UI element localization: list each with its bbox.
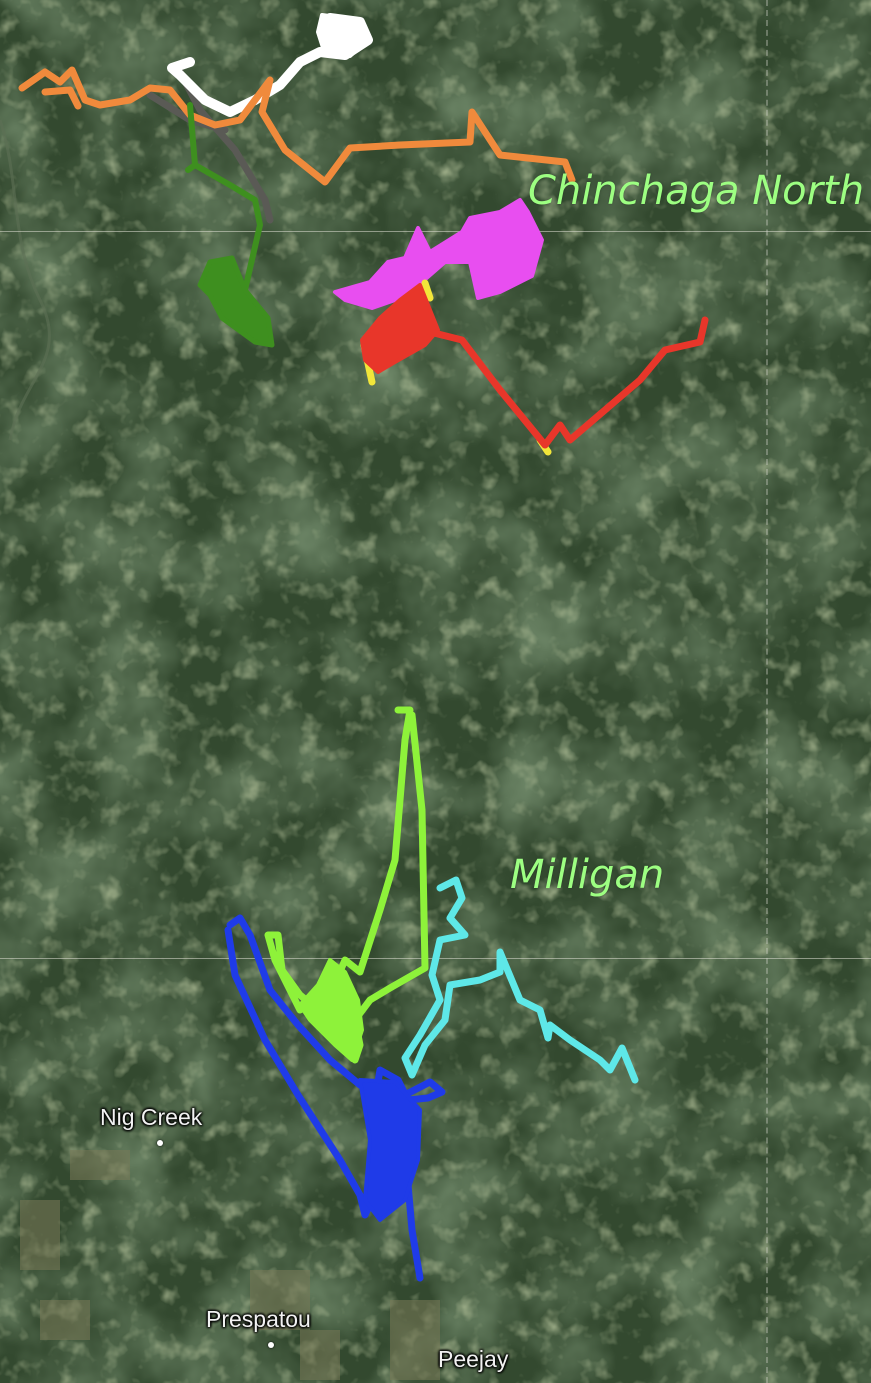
track-lime-fill [298,958,364,1062]
track-dark-green-fill [197,255,275,348]
river [0,119,51,441]
place-label-peejay: Peejay [438,1346,509,1372]
track-magenta [333,198,544,310]
place-label-nig-creek: Nig Creek [100,1104,203,1130]
track-lime [264,706,429,1064]
region-label-milligan: Milligan [510,852,665,898]
track-white-fill [316,13,372,58]
track-blue-fill [358,1078,422,1222]
cleared-farmland [20,1150,440,1380]
latitude-gridline [0,231,871,232]
track-dark-green [185,102,263,293]
track-orange [18,66,576,186]
region-label-chinchaga-north: Chinchaga North [528,168,865,214]
longitude-gridline [766,0,768,1383]
track-cyan [401,876,639,1084]
place-marker-nig-creek [157,1140,163,1146]
track-red-line [426,316,709,449]
track-red [360,283,440,374]
place-label-prespatou: Prespatou [206,1306,311,1332]
place-marker-prespatou [268,1342,274,1348]
